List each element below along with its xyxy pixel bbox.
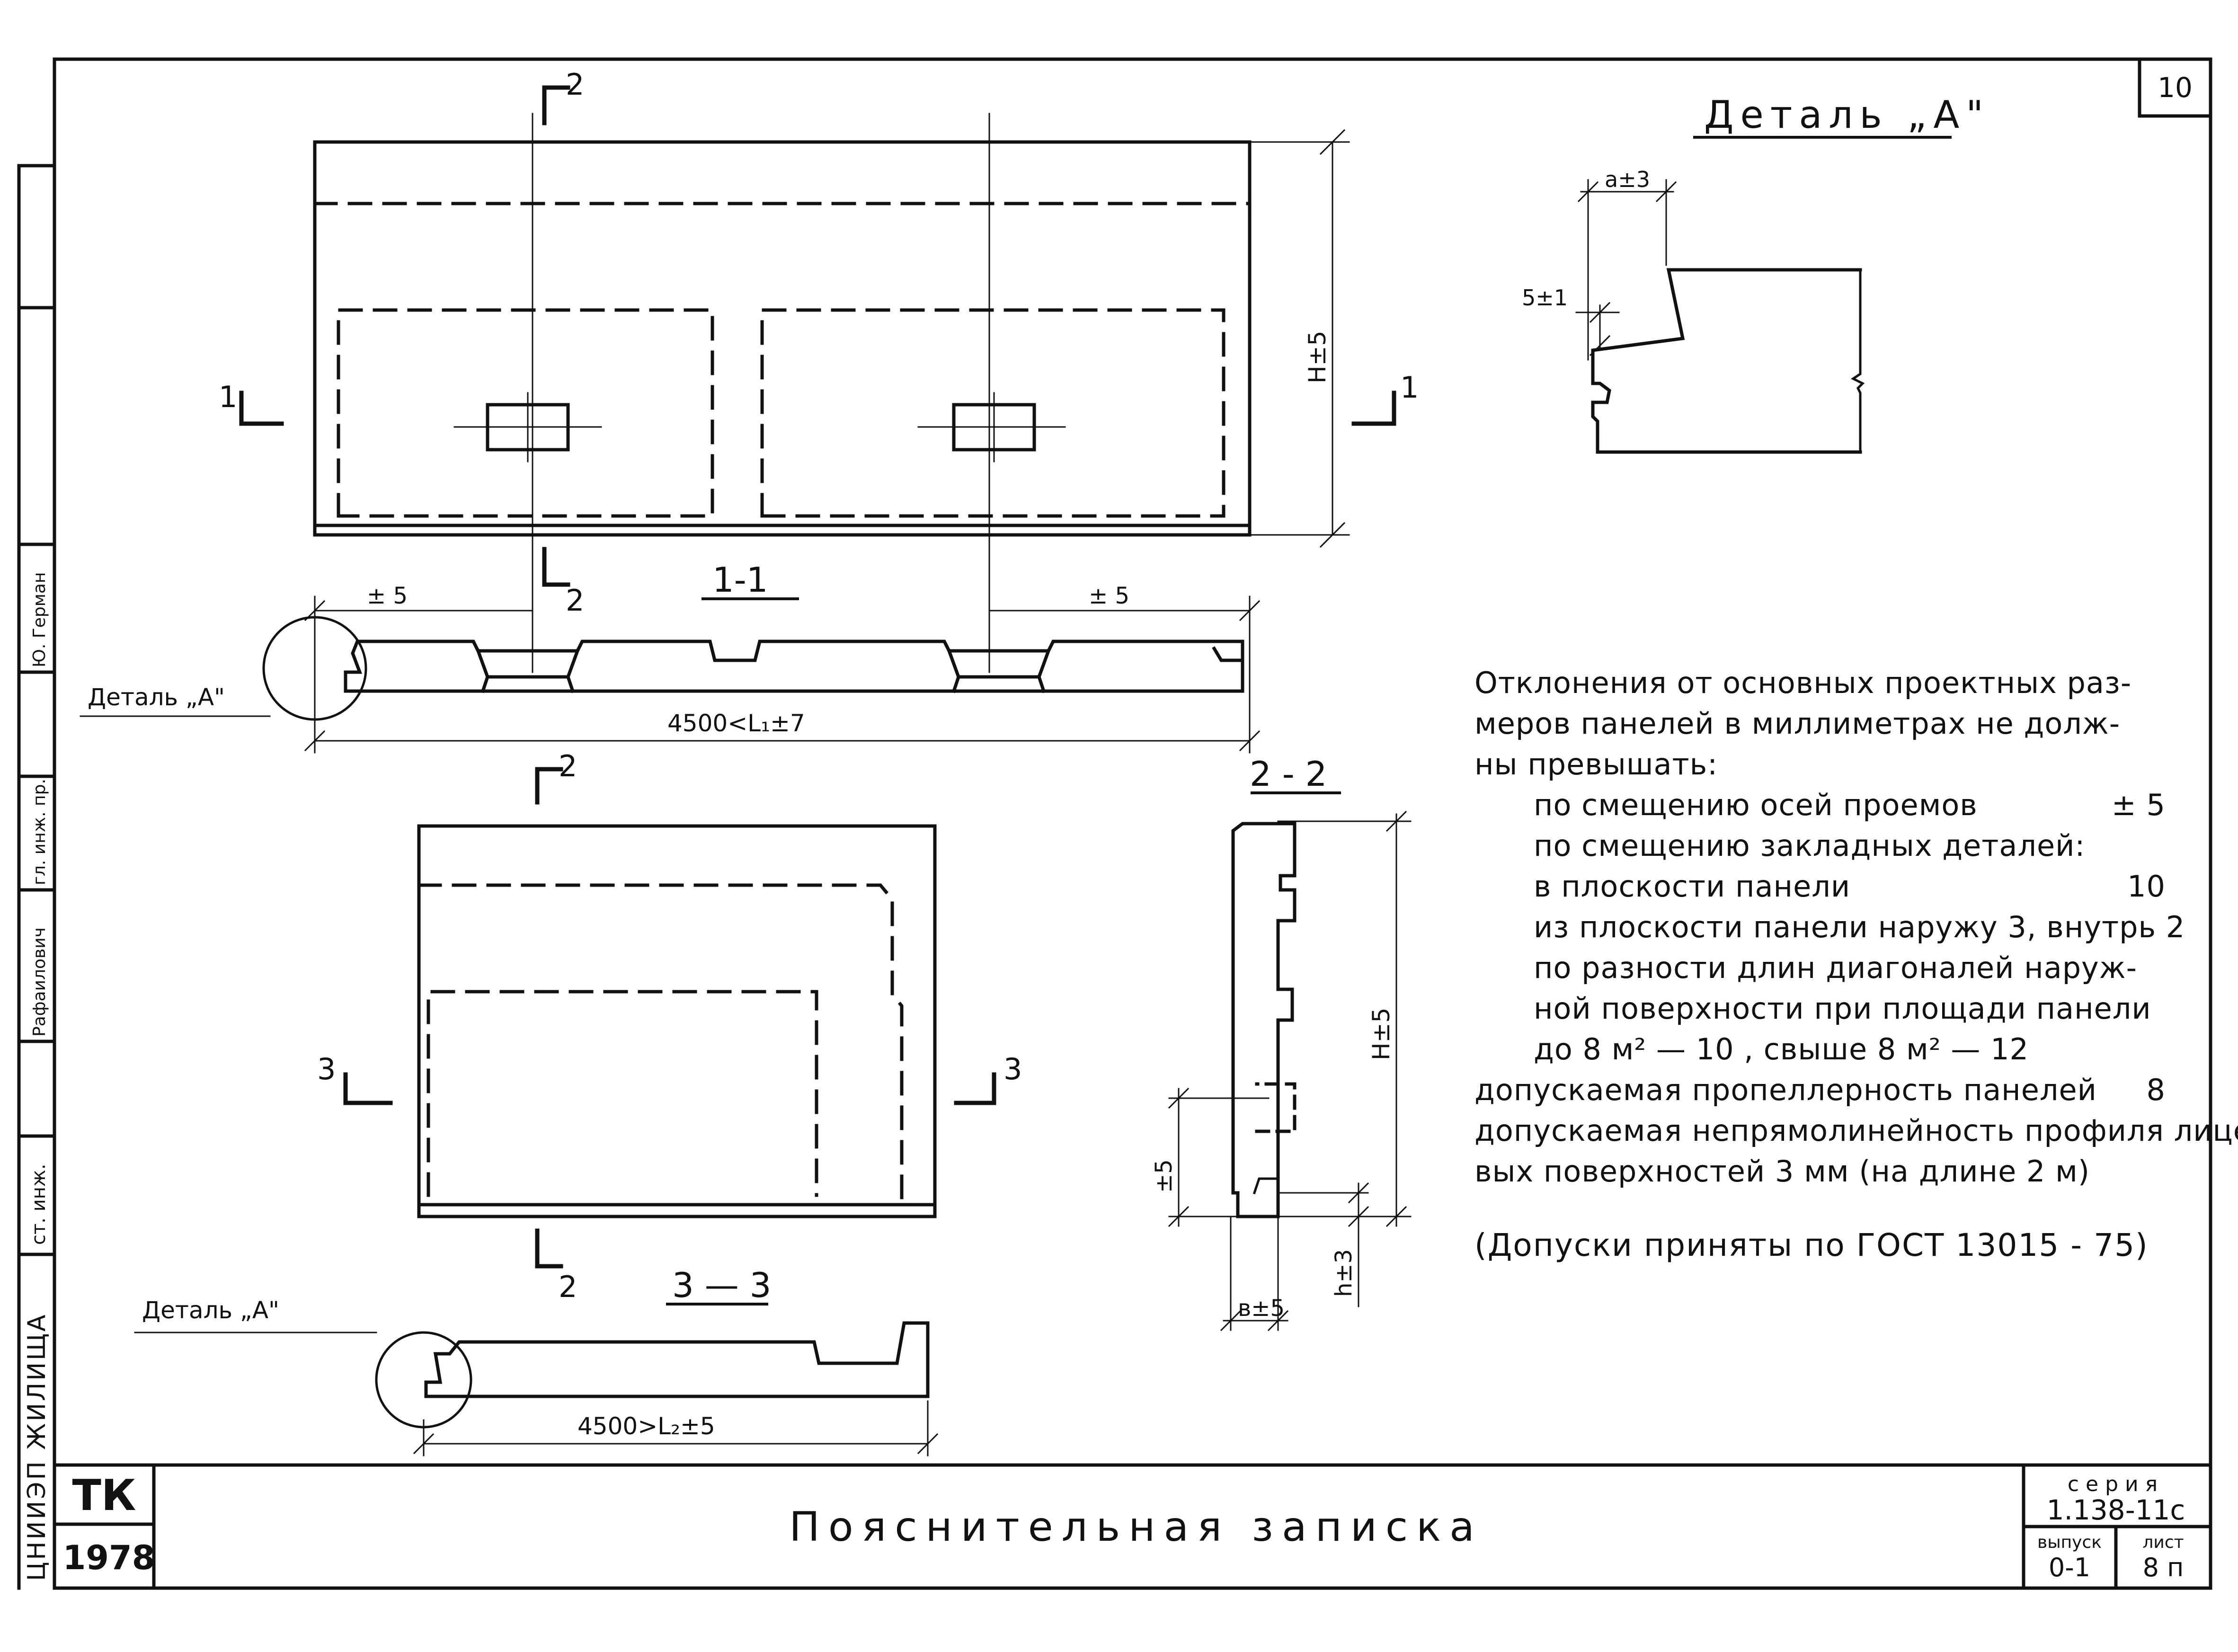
section-2-2-title: 2 - 2 (1250, 754, 1327, 794)
tolerance-item: допускаемая непрямолинейность профиля ли… (1474, 1110, 2238, 1151)
tolerance-notes: Отклонения от основных проектных раз- ме… (1474, 663, 2238, 1266)
panel-elevation-2 (343, 767, 996, 1269)
strip-role-3: Рафаилович (30, 927, 49, 1037)
tol-right-label: ± 5 (1089, 583, 1129, 609)
sheet-frame (53, 57, 2212, 1590)
notes-intro-3: ны превышать: (1474, 747, 1718, 782)
tolerance-item: ной поверхности при площади панели (1474, 988, 2166, 1029)
sheet-number: 10 (2158, 71, 2193, 104)
strip-role-4: Ю. Герман (30, 572, 49, 667)
dim-b-label: в±5 (1238, 1295, 1285, 1322)
sheet-no-value: 8 п (2143, 1553, 2184, 1582)
tolerance-item: допускаемая пропеллерность панелей 8 (1474, 1070, 2166, 1110)
tolerance-item: по смещению осей проемов ± 5 (1474, 785, 2166, 826)
tolerance-item-value: 8 (2146, 1073, 2166, 1107)
notes-intro-1: Отклонения от основных проектных раз- (1474, 666, 2132, 700)
detail-ref-1: Деталь „А" (88, 684, 225, 711)
length-1-label: 4500<L₁±7 (667, 710, 805, 737)
sheet-number-box (2138, 57, 2212, 118)
strip-role-2: гл. инж. пр. (30, 779, 49, 885)
title-year: 1978 (63, 1538, 155, 1577)
panel-elevation-1 (239, 85, 1396, 673)
tolerance-item: по смещению закладных деталей: (1474, 826, 2166, 866)
section-1-1 (80, 595, 1261, 754)
tolerance-item-text: по смещению закладных деталей: (1534, 828, 2086, 863)
cut-2b-top-label: 2 (559, 749, 577, 783)
tol-left-label: ± 5 (367, 583, 408, 609)
tolerance-item: вых поверхностей 3 мм (на длине 2 м) (1474, 1151, 2166, 1192)
cut-1-right-label: 1 (1400, 370, 1419, 405)
tol-2-label: ±5 (1151, 1159, 1177, 1193)
notes-intro-2: меров панелей в миллиметрах не долж- (1474, 706, 2121, 741)
tolerance-item-text: допускаемая пропеллерность панелей (1474, 1073, 2097, 1107)
dim-h-2-label: H±5 (1368, 1008, 1395, 1060)
tolerance-item-text: допускаемая непрямолинейность профиля ли… (1474, 1113, 2238, 1148)
tolerance-item-value: ± 5 (2111, 788, 2166, 822)
cut-2-bottom-label: 2 (566, 583, 584, 618)
tolerance-item-text: ной поверхности при площади панели (1534, 991, 2151, 1026)
cut-2-top-label: 2 (566, 67, 584, 102)
section-1-1-title: 1-1 (712, 560, 768, 600)
tolerance-item-text: из плоскости панели наружу 3, внутрь 2 (1534, 910, 2185, 944)
series-label: серия (2068, 1472, 2164, 1496)
tolerance-item-value: 10 (2127, 869, 2166, 904)
strip-role-1: ст. инж. (28, 1164, 50, 1245)
section-3-3-title: 3 — 3 (672, 1265, 771, 1305)
tolerance-item-text: по разности длин диагоналей наруж- (1534, 950, 2137, 985)
series-value: 1.138-11с (2047, 1494, 2185, 1526)
tolerance-item-text: в плоскости панели (1534, 869, 1851, 904)
cut-3-left-label: 3 (317, 1052, 336, 1086)
section-2-2 (1168, 791, 1412, 1332)
gost-note: (Допуски приняты по ГОСТ 13015 - 75) (1474, 1227, 2149, 1263)
issue-value: 0-1 (2049, 1553, 2090, 1582)
notes-item-list: по смещению осей проемов ± 5 по смещению з… (1474, 785, 2238, 1192)
title-tk: ТК (72, 1471, 136, 1520)
tolerance-item: в плоскости панели 10 (1474, 866, 2166, 907)
tolerance-item: до 8 м² — 10 , свыше 8 м² — 12 (1474, 1029, 2166, 1070)
strip-org: ЦНИИЭП ЖИЛИЩА (23, 1313, 51, 1581)
cut-3-right-label: 3 (1004, 1052, 1022, 1086)
dim-h-label: H±5 (1304, 331, 1331, 383)
detail-a-dim-5: 5±1 (1522, 285, 1568, 311)
section-3-3 (134, 1303, 939, 1457)
tolerance-item-text: по смещению осей проемов (1534, 788, 1978, 822)
detail-a-drawing (1575, 136, 1952, 454)
tolerance-item-text: вых поверхностей 3 мм (на длине 2 м) (1474, 1154, 2090, 1189)
length-2-label: 4500>L₂±5 (577, 1412, 715, 1440)
tolerance-item: по разности длин диагоналей наруж- (1474, 948, 2166, 988)
cut-1-left-label: 1 (219, 380, 237, 414)
tolerance-item: из плоскости панели наружу 3, внутрь 2 (1474, 907, 2185, 948)
sheet-title: Пояснительная записка (789, 1503, 1483, 1551)
dim-h-small-label: h±3 (1331, 1249, 1357, 1297)
sheet-label: лист (2142, 1533, 2184, 1552)
detail-ref-2: Деталь „А" (142, 1297, 279, 1324)
detail-a-dim-a: a±3 (1605, 167, 1650, 192)
issue-label: выпуск (2037, 1533, 2102, 1552)
detail-a-title: Деталь „А" (1704, 93, 1990, 137)
cut-2b-bottom-label: 2 (559, 1270, 577, 1304)
tolerance-item-text: до 8 м² — 10 , свыше 8 м² — 12 (1534, 1032, 2029, 1066)
